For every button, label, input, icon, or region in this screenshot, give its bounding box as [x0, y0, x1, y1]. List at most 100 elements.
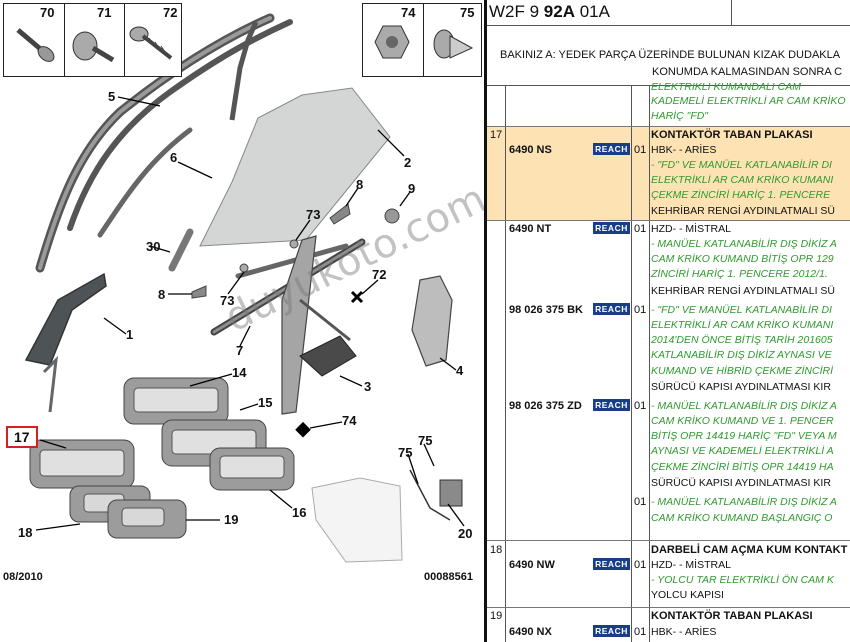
callout-17-highlighted[interactable]: 17: [6, 426, 38, 448]
callout-2: 2: [404, 155, 412, 170]
desc-line: ELEKTRIKLI KUMANDALI CAM: [651, 81, 801, 93]
screw-icon: [72, 31, 115, 63]
reference-code-prefix: W2F 9: [489, 2, 544, 21]
fastener-number: 71: [97, 5, 112, 20]
reference-bar: W2F 9 92A 01A: [487, 0, 850, 26]
part-number-link[interactable]: 98 026 375 ZD: [509, 400, 582, 412]
highlighted-row-17: [487, 126, 850, 220]
note-line-2: KONUMDA KALMASINDAN SONRA C: [652, 66, 843, 78]
diagram-date: 08/2010: [3, 571, 43, 583]
diagram-drawing: [24, 13, 465, 563]
panel-divider: [484, 0, 487, 642]
quantity: 01: [634, 304, 647, 316]
row-divider: [487, 220, 850, 221]
quarter-glass: [24, 272, 107, 366]
part-number-link[interactable]: 6490 NT: [509, 223, 552, 235]
part-number-link[interactable]: 98 026 375 BK: [509, 304, 583, 316]
part-number-link[interactable]: 6490 NX: [509, 626, 552, 638]
reach-badge: REACH: [593, 143, 630, 155]
desc-line: KEHRİBAR RENGİ AYDINLATMALI SÜ: [651, 285, 835, 297]
regulator-motor: [411, 275, 453, 367]
desc-line: - "FD" VE MANÜEL KATLANABİLİR DI: [651, 304, 832, 316]
callout-16: 16: [292, 505, 307, 520]
desc-line: CAM KRİKO KUMAND BİTİŞ OPR 129: [651, 253, 834, 265]
reach-badge: REACH: [593, 399, 630, 411]
fastener-box-left: 70 71 72: [3, 3, 182, 77]
quantity: 01: [634, 496, 647, 508]
exploded-parts-diagram: 70 71 72 74: [3, 3, 494, 583]
desc-line: KATLANABİLİR DIŞ DİKİZ AYNASI VE: [651, 349, 832, 361]
group-title: KONTAKTÖR TABAN PLAKASI: [651, 129, 813, 141]
quantity: 01: [634, 400, 647, 412]
part-number-link[interactable]: 6490 NS: [509, 144, 552, 156]
callout-7: 7: [236, 343, 244, 358]
fastener-number: 72: [163, 5, 178, 20]
desc-line: CAM KRİKO KUMAND VE 1. PENCER: [651, 415, 834, 427]
row-divider: [487, 126, 850, 127]
callout-8: 8: [158, 287, 166, 302]
row-divider: [487, 607, 850, 608]
fastener-number: 70: [40, 5, 55, 20]
quantity: 01: [634, 559, 647, 571]
callout-5: 5: [108, 89, 116, 104]
reference-bar-separator: [731, 0, 732, 26]
fastener-box-right: 74 75: [362, 3, 482, 77]
desc-line: 2014'DEN ÖNCE BİTİŞ TARİH 201605: [651, 334, 833, 346]
fastener-cell-74: 74: [363, 4, 423, 76]
parts-table: ELEKTRIKLI KUMANDALI CAM KADEMELİ ELEKTR…: [487, 81, 850, 642]
window-glass: [199, 87, 391, 247]
callout-15: 15: [258, 395, 273, 410]
parts-list-panel: W2F 9 92A 01A BAKINIZ A: YEDEK PARÇA ÜZE…: [487, 0, 850, 642]
callout-4: 4: [456, 363, 464, 378]
desc-line: HARİÇ "FD": [651, 110, 709, 122]
group-index: 19: [490, 610, 503, 622]
callout-14: 14: [232, 365, 247, 380]
callout-9: 9: [408, 181, 416, 196]
desc-line: AYNASI VE KADEMELİ ELEKTRİKLİ A: [651, 445, 834, 457]
group-title: KONTAKTÖR TABAN PLAKASI: [651, 610, 813, 622]
callout-75: 75: [398, 445, 413, 460]
reference-code: W2F 9 92A 01A: [489, 2, 610, 22]
bolt-icon: [16, 28, 55, 62]
reference-marker-cross: [350, 290, 364, 304]
group-title: DARBELİ CAM AÇMA KUM KONTAKT: [651, 544, 848, 556]
hex-nut-icon: [374, 25, 410, 59]
callout-19: 19: [224, 512, 239, 527]
column-divider: [505, 86, 506, 642]
callout-74: 74: [342, 413, 357, 428]
desc-line: ELEKTRİKLİ AR CAM KRİKO KUMANI: [651, 174, 834, 186]
fastener-cell-71: 71: [64, 4, 124, 76]
part-number-link[interactable]: 6490 NW: [509, 559, 555, 571]
callout-18: 18: [18, 525, 33, 540]
window-regulator: [281, 235, 317, 415]
quantity: 01: [634, 144, 647, 156]
tapping-screw-icon: [129, 26, 173, 60]
group-index: 18: [490, 544, 503, 556]
desc-line: - MANÜEL KATLANABİLİR DIŞ DİKİZ A: [651, 238, 837, 250]
callout-20: 20: [458, 526, 473, 541]
reach-badge: REACH: [593, 625, 630, 637]
callout-6: 6: [170, 150, 178, 165]
desc-line: KEHRİBAR RENGİ AYDINLATMALI SÜ: [651, 205, 835, 217]
reach-badge: REACH: [593, 303, 630, 315]
desc-line: KUMAND VE HİBRİD ÇEKME ZİNCİRİ: [651, 365, 834, 377]
callout-3: 3: [364, 379, 372, 394]
reference-code-bold: 92A: [543, 2, 575, 21]
note-line-1: BAKINIZ A: YEDEK PARÇA ÜZERİNDE BULUNAN …: [500, 49, 841, 61]
desc-line: ELEKTRİKLİ AR CAM KRİKO KUMANI: [651, 319, 834, 331]
callout-72: 72: [372, 267, 387, 282]
fastener-number: 75: [460, 5, 475, 20]
run-channel: [67, 19, 293, 231]
desc-line: - YOLCU TAR ELEKTRİKLİ ÖN CAM K: [651, 574, 834, 586]
quantity: 01: [634, 626, 647, 638]
callout-73: 73: [220, 293, 235, 308]
desc-line: SÜRÜCÜ KAPISI AYDINLATMASI KIR: [651, 381, 831, 393]
desc-line: CAM KRİKO KUMAND BAŞLANGIÇ O: [651, 512, 833, 524]
desc-line: HBK- - ARİES: [651, 144, 717, 156]
desc-line: KADEMELİ ELEKTRİKLİ AR CAM KRİKO: [651, 95, 846, 107]
callout-30: 30: [146, 239, 161, 254]
group-index: 17: [490, 129, 503, 141]
desc-line: ZİNCİRİ HARİÇ 1. PENCERE 2012/1.: [651, 268, 828, 280]
column-divider: [649, 86, 650, 642]
row-divider: [487, 540, 850, 541]
